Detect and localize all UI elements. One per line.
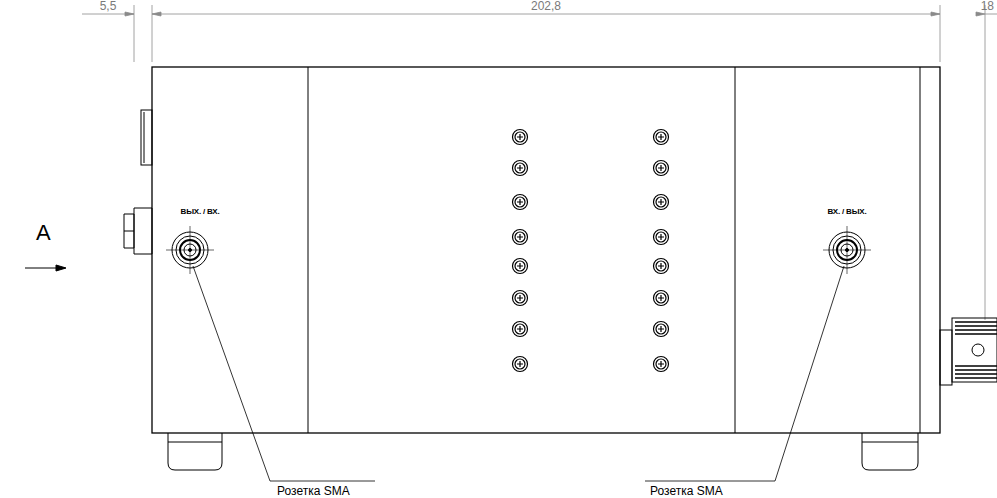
view-letter: А	[36, 222, 51, 244]
part-name: Розетка SMA	[650, 485, 723, 497]
dimension-value: 202,8	[531, 0, 561, 12]
port-label: ВХ. / ВЫХ.	[827, 208, 868, 216]
dimension-value: 18	[981, 0, 994, 12]
dimension-value: 5,5	[100, 0, 117, 12]
part-name: Розетка SMA	[277, 485, 350, 497]
port-label: ВЫХ. / ВХ.	[180, 208, 221, 216]
